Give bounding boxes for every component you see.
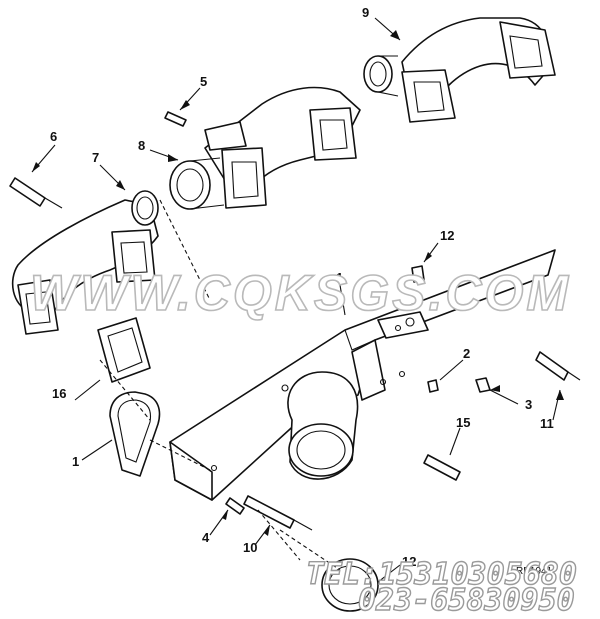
clamp-ring <box>321 558 379 612</box>
drawing-code: RB1941 <box>516 566 553 577</box>
callout-3: 3 <box>525 397 532 412</box>
callout-12-bottom: 12 <box>402 554 416 569</box>
callout-15: 15 <box>456 415 470 430</box>
exhaust-elbow <box>169 249 556 501</box>
callout-1-top: 1 <box>336 270 343 285</box>
gasket-16 <box>97 317 151 383</box>
callout-7: 7 <box>92 150 99 165</box>
manifold-rear-section <box>363 17 556 123</box>
callout-1-left: 1 <box>72 454 79 469</box>
callout-12-top: 12 <box>440 228 454 243</box>
callout-16: 16 <box>52 386 66 401</box>
fasteners <box>9 111 581 531</box>
gasket-1 <box>109 391 161 477</box>
callout-8: 8 <box>138 138 145 153</box>
manifold-front-section <box>11 190 159 335</box>
manifold-center-section <box>169 86 361 210</box>
callout-11: 11 <box>540 416 554 431</box>
callout-2: 2 <box>463 346 470 361</box>
watermark-text: WWW.CQKSGS.COM <box>30 265 571 321</box>
callout-10: 10 <box>243 540 257 555</box>
arrowheads <box>32 30 564 536</box>
callout-6: 6 <box>50 129 57 144</box>
contact-phone: TEL:15310305680 <box>306 557 577 592</box>
callout-5: 5 <box>200 74 207 89</box>
callouts: 5 6 7 8 9 12 1 2 3 11 15 16 1 4 10 12 <box>50 5 554 569</box>
callout-9: 9 <box>362 5 369 20</box>
callout-4: 4 <box>202 530 210 545</box>
contact-alt: 023-65830950 <box>358 583 575 618</box>
